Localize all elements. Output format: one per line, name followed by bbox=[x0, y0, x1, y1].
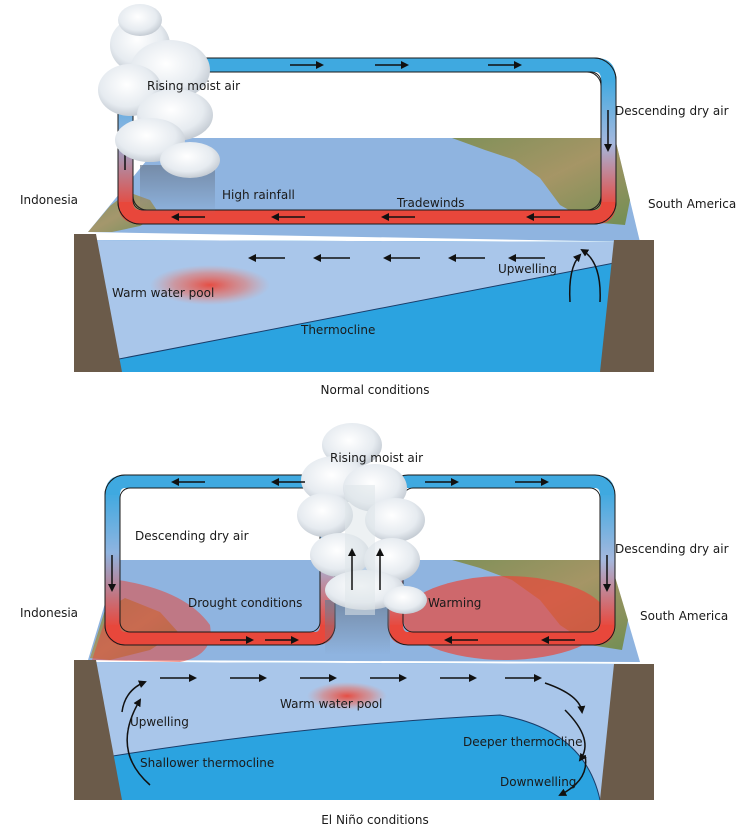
elnino-label-warming: Warming bbox=[428, 596, 481, 610]
elnino-right-wall bbox=[600, 664, 654, 800]
elnino-caption: El Niño conditions bbox=[321, 813, 429, 827]
normal-label-upwelling: Upwelling bbox=[498, 262, 557, 276]
elnino-loop-arrows bbox=[108, 478, 611, 644]
elnino-right-cell-bottom-band bbox=[405, 632, 598, 645]
normal-label-thermocline: Thermocline bbox=[300, 323, 375, 337]
elnino-label-deeper-thermocline: Deeper thermocline bbox=[463, 735, 582, 749]
elnino-label-warm-water-pool: Warm water pool bbox=[280, 697, 382, 711]
elnino-label-shallower-thermocline: Shallower thermocline bbox=[140, 756, 274, 770]
normal-label-warm-water-pool: Warm water pool bbox=[112, 286, 214, 300]
normal-loop-corner-bl bbox=[118, 202, 140, 224]
normal-ocean-current-arrows bbox=[248, 248, 601, 303]
normal-label-indonesia: Indonesia bbox=[20, 193, 78, 207]
normal-left-wall bbox=[74, 234, 122, 372]
normal-thermocline-line bbox=[87, 257, 641, 366]
normal-label-descending-dry-air: Descending dry air bbox=[615, 104, 729, 118]
normal-warm-water-pool-blob bbox=[150, 265, 270, 305]
normal-panel: Rising moist air Descending dry air Indo… bbox=[20, 4, 736, 397]
normal-label-rising-moist-air: Rising moist air bbox=[147, 79, 240, 93]
normal-label-tradewinds: Tradewinds bbox=[396, 196, 464, 210]
normal-loop-top-band bbox=[138, 58, 598, 72]
elnino-rain-cloud bbox=[297, 423, 427, 655]
normal-rain-cloud bbox=[98, 4, 220, 215]
elnino-label-upwelling: Upwelling bbox=[130, 715, 189, 729]
elnino-label-drought-conditions: Drought conditions bbox=[188, 596, 302, 610]
el-nino-panel: Rising moist air Descending dry air Desc… bbox=[20, 423, 729, 827]
elnino-label-descending-dry-air-right: Descending dry air bbox=[615, 542, 729, 556]
elnino-left-wall bbox=[74, 660, 122, 800]
elnino-ocean-current-arrows bbox=[121, 674, 587, 796]
normal-caption: Normal conditions bbox=[321, 383, 430, 397]
normal-loop-corner-br bbox=[596, 202, 616, 224]
elnino-label-rising-moist-air: Rising moist air bbox=[330, 451, 423, 465]
elnino-ocean-shallow bbox=[88, 662, 640, 800]
elnino-label-descending-dry-air-left: Descending dry air bbox=[135, 529, 249, 543]
elnino-label-downwelling: Downwelling bbox=[500, 775, 576, 789]
normal-right-wall bbox=[600, 240, 654, 372]
normal-central-america-land bbox=[452, 138, 630, 225]
normal-label-high-rainfall: High rainfall bbox=[222, 188, 295, 202]
normal-label-south-america: South America bbox=[648, 197, 736, 211]
normal-loop-bottom-band bbox=[138, 210, 598, 224]
elnino-thermocline-line bbox=[87, 714, 601, 801]
elnino-warming-region bbox=[403, 576, 607, 660]
elnino-left-cell-bottom-band bbox=[122, 632, 318, 645]
elnino-label-south-america: South America bbox=[640, 609, 728, 623]
normal-loop-corner-tr bbox=[596, 58, 616, 80]
elnino-warm-water-pool-blob bbox=[307, 682, 387, 710]
elnino-label-indonesia: Indonesia bbox=[20, 606, 78, 620]
